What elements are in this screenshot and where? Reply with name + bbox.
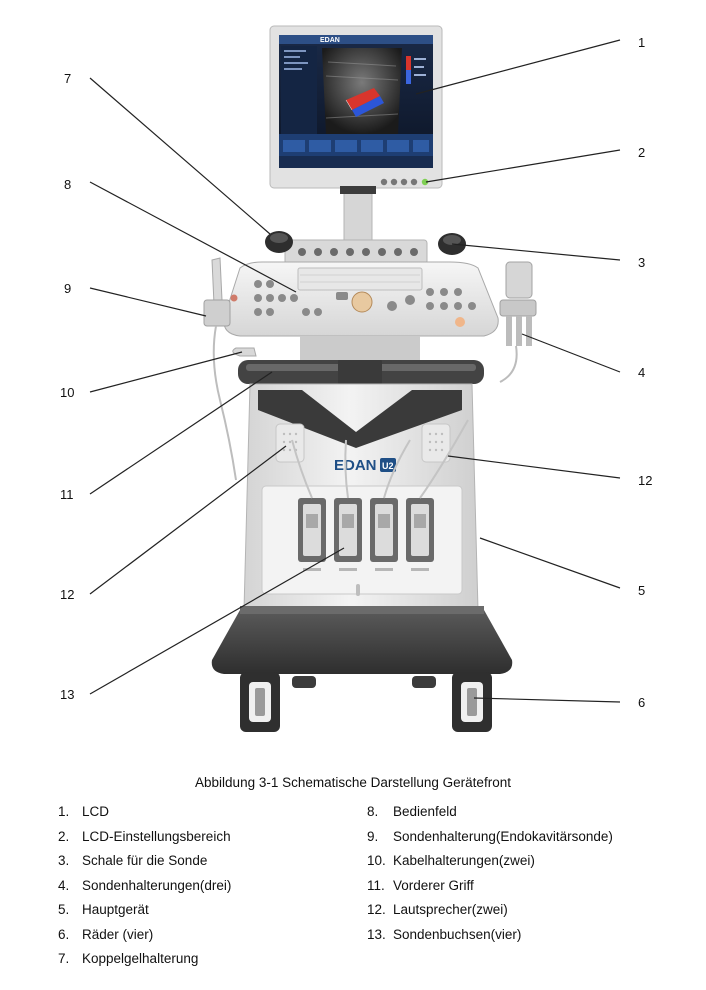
- legend-item: 8. Bedienfeld: [367, 800, 613, 825]
- legend-text: Vorderer Griff: [393, 877, 474, 893]
- legend-text: Schale für die Sonde: [82, 853, 208, 868]
- legend-item: 11. Vorderer Griff: [367, 874, 613, 899]
- endocavity-probe-holder: [203, 257, 237, 481]
- legend-number: 3.: [58, 853, 70, 868]
- speaker-right: [421, 423, 451, 463]
- legend-number: 11.: [367, 877, 385, 893]
- callout-11: 11: [60, 487, 74, 502]
- brand-badge: U2: [382, 461, 394, 471]
- legend-number: 7.: [58, 951, 70, 966]
- legend-text: Sondenhalterungen(drei): [82, 877, 232, 893]
- front-handle: [238, 358, 484, 386]
- legend-item: 4. Sondenhalterungen(drei): [58, 874, 231, 899]
- legend-text: Räder (vier): [82, 926, 154, 942]
- legend-number: 6.: [58, 926, 70, 942]
- probe-sockets: [291, 419, 469, 571]
- ultrasound-device-figure: EDAN: [89, 25, 621, 732]
- lcd-monitor: EDAN: [269, 25, 443, 189]
- lcd-adjustment-buttons: [380, 178, 429, 186]
- legend-item: 10. Kabelhalterungen(zwei): [367, 849, 613, 874]
- gel-holder: [265, 231, 293, 253]
- figure-caption: Abbildung 3-1 Schematische Darstellung G…: [195, 775, 511, 790]
- callout-3: 3: [638, 255, 646, 270]
- legend-text: Bedienfeld: [393, 804, 457, 819]
- callout-12-left: 12: [60, 587, 75, 602]
- probe-holders: [499, 261, 537, 383]
- control-panel: [223, 239, 499, 337]
- wheels: [240, 672, 492, 732]
- legend-text: Kabelhalterungen(zwei): [393, 853, 535, 868]
- legend-number: 13.: [367, 926, 386, 942]
- callout-4: 4: [638, 365, 646, 380]
- legend-number: 2.: [58, 828, 70, 844]
- legend-number: 9.: [367, 828, 379, 844]
- legend-text: Sondenhalterung(Endokavitärsonde): [393, 828, 613, 844]
- legend-item: 6. Räder (vier): [58, 923, 231, 948]
- screen-brand-text: EDAN: [320, 37, 340, 44]
- main-unit: EDAN U2: [243, 383, 479, 611]
- legend-text: Sondenbuchsen(vier): [393, 926, 522, 942]
- legend-text: Hauptgerät: [82, 902, 149, 917]
- legend-item: 13. Sondenbuchsen(vier): [367, 923, 613, 948]
- legend-number: 1.: [58, 804, 70, 819]
- legend-item: 5. Hauptgerät: [58, 898, 231, 923]
- callout-6: 6: [638, 695, 646, 710]
- callout-12-right: 12: [638, 473, 653, 488]
- leader-lines: [89, 39, 621, 703]
- callout-10: 10: [60, 385, 75, 400]
- doppler-vessel: [345, 88, 384, 117]
- legend-number: 12.: [367, 902, 386, 917]
- legend-number: 8.: [367, 804, 379, 819]
- brand-label: EDAN: [334, 457, 377, 474]
- speaker-left: [275, 423, 305, 463]
- callout-8: 8: [64, 177, 72, 192]
- legend-text: LCD: [82, 804, 110, 819]
- legend-item: 9. Sondenhalterung(Endokavitärsonde): [367, 825, 613, 850]
- legend-item: 2. LCD-Einstellungsbereich: [58, 825, 231, 850]
- callout-2: 2: [638, 145, 646, 160]
- legend-text: LCD-Einstellungsbereich: [82, 828, 231, 844]
- callout-9: 9: [64, 281, 72, 296]
- legend-item: 1. LCD: [58, 800, 231, 825]
- base: [211, 606, 513, 674]
- legend-item: 12. Lautsprecher(zwei): [367, 898, 613, 923]
- legend-item: 7. Koppelgelhalterung: [58, 947, 231, 972]
- legend-text: Koppelgelhalterung: [82, 951, 199, 966]
- legend-item: 3. Schale für die Sonde: [58, 849, 231, 874]
- legend-number: 10.: [367, 853, 386, 868]
- callout-1: 1: [638, 35, 646, 50]
- legend-right-column: 8. Bedienfeld 9. Sondenhalterung(Endokavit…: [367, 800, 613, 947]
- callout-5: 5: [638, 583, 646, 598]
- legend-number: 5.: [58, 902, 70, 917]
- legend-text: Lautsprecher(zwei): [393, 902, 508, 917]
- callout-7: 7: [64, 71, 72, 86]
- legend-number: 4.: [58, 877, 70, 893]
- legend-left-column: 1. LCD 2. LCD-Einstellungsbereich 3. Schale…: [58, 800, 231, 972]
- callout-13: 13: [60, 687, 75, 702]
